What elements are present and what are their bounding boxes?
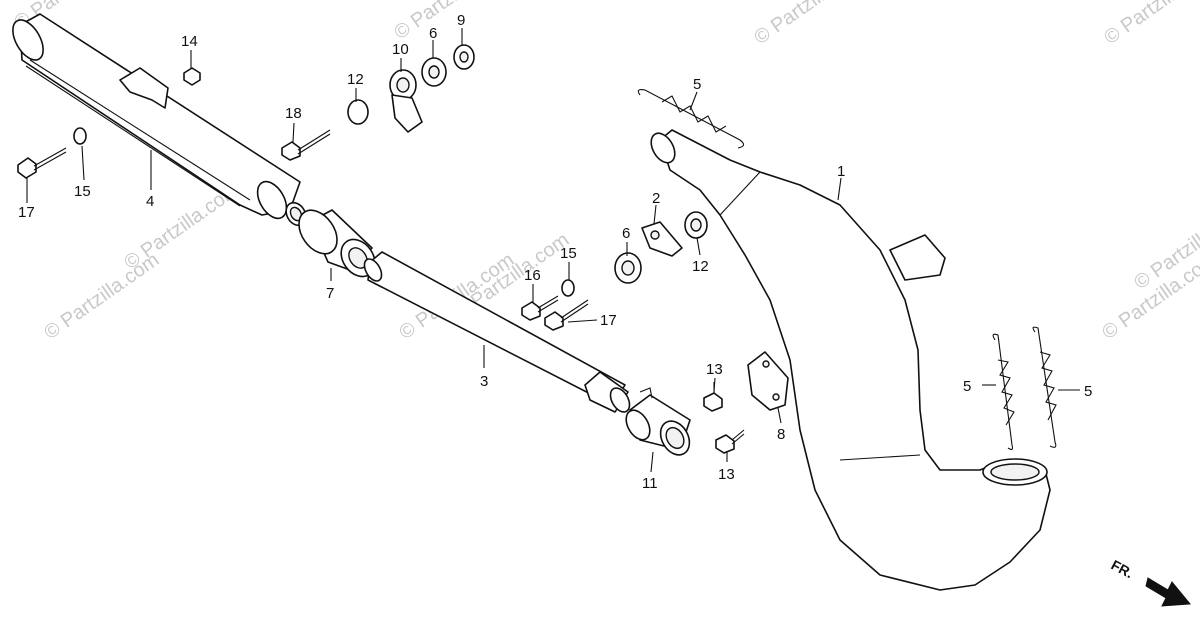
silencer-part[interactable]	[7, 13, 310, 229]
callout-5: 5	[963, 378, 971, 395]
bolt-part[interactable]	[17, 147, 67, 179]
callout-16: 16	[524, 267, 541, 284]
callout-6: 6	[622, 225, 630, 242]
spring-part[interactable]	[992, 333, 1015, 450]
callout-6: 6	[429, 25, 437, 42]
bolt-part[interactable]	[715, 429, 745, 454]
bolt-part[interactable]	[281, 129, 331, 161]
callout-7: 7	[326, 285, 334, 302]
callout-11: 11	[642, 475, 658, 492]
callout-13: 13	[718, 466, 735, 483]
washer-part[interactable]	[561, 279, 575, 297]
callout-3: 3	[480, 373, 488, 390]
washer-part[interactable]	[347, 99, 369, 125]
expansion-chamber-part[interactable]	[646, 129, 1051, 591]
nut-part[interactable]	[183, 67, 201, 86]
callout-12: 12	[347, 71, 364, 88]
callout-8: 8	[777, 426, 785, 443]
callout-17: 17	[600, 312, 617, 329]
callout-1: 1	[837, 163, 845, 180]
callout-13: 13	[706, 361, 723, 378]
watermark: © Partzilla.com	[1100, 0, 1200, 49]
callout-12: 12	[692, 258, 709, 275]
callout-15: 15	[74, 183, 91, 200]
callout-5: 5	[1084, 383, 1092, 400]
leader-lines	[26, 28, 1080, 473]
grommet-part[interactable]	[291, 203, 382, 283]
callout-9: 9	[457, 12, 465, 29]
bolt-part[interactable]	[703, 382, 723, 412]
callouts: 1 2 3 4 5 5 5 6 6 7 8 9 10 11 12 12 13 1…	[18, 12, 1092, 492]
watermark: © Partzilla.com	[390, 0, 513, 44]
bolt-part[interactable]	[521, 295, 559, 321]
collar-small-part[interactable]	[453, 44, 475, 70]
watermark: © Partzilla.com	[750, 0, 873, 49]
direction-label: FR.	[1109, 557, 1136, 582]
front-direction-indicator: FR.	[1109, 557, 1191, 607]
callout-10: 10	[392, 41, 409, 58]
callout-17: 17	[18, 204, 35, 221]
front-arrow-icon	[1145, 577, 1191, 607]
rubber-mount-part[interactable]	[389, 69, 423, 133]
bracket-plate-part[interactable]	[747, 351, 789, 411]
pipe-part[interactable]	[361, 251, 633, 415]
callout-4: 4	[146, 193, 154, 210]
collar-part[interactable]	[621, 387, 695, 460]
callout-5: 5	[693, 76, 701, 93]
callout-2: 2	[652, 190, 660, 207]
callout-14: 14	[181, 33, 198, 50]
callout-15: 15	[560, 245, 577, 262]
spring-part[interactable]	[1032, 326, 1057, 448]
stay-bracket-part[interactable]	[641, 221, 683, 257]
collar-small-part[interactable]	[684, 211, 708, 239]
bolt-part[interactable]	[544, 299, 589, 331]
grommet-small-part[interactable]	[614, 252, 642, 284]
washer-part[interactable]	[73, 127, 87, 145]
grommet-small-part[interactable]	[421, 57, 447, 87]
spring-part[interactable]	[637, 89, 745, 149]
callout-18: 18	[285, 105, 302, 122]
